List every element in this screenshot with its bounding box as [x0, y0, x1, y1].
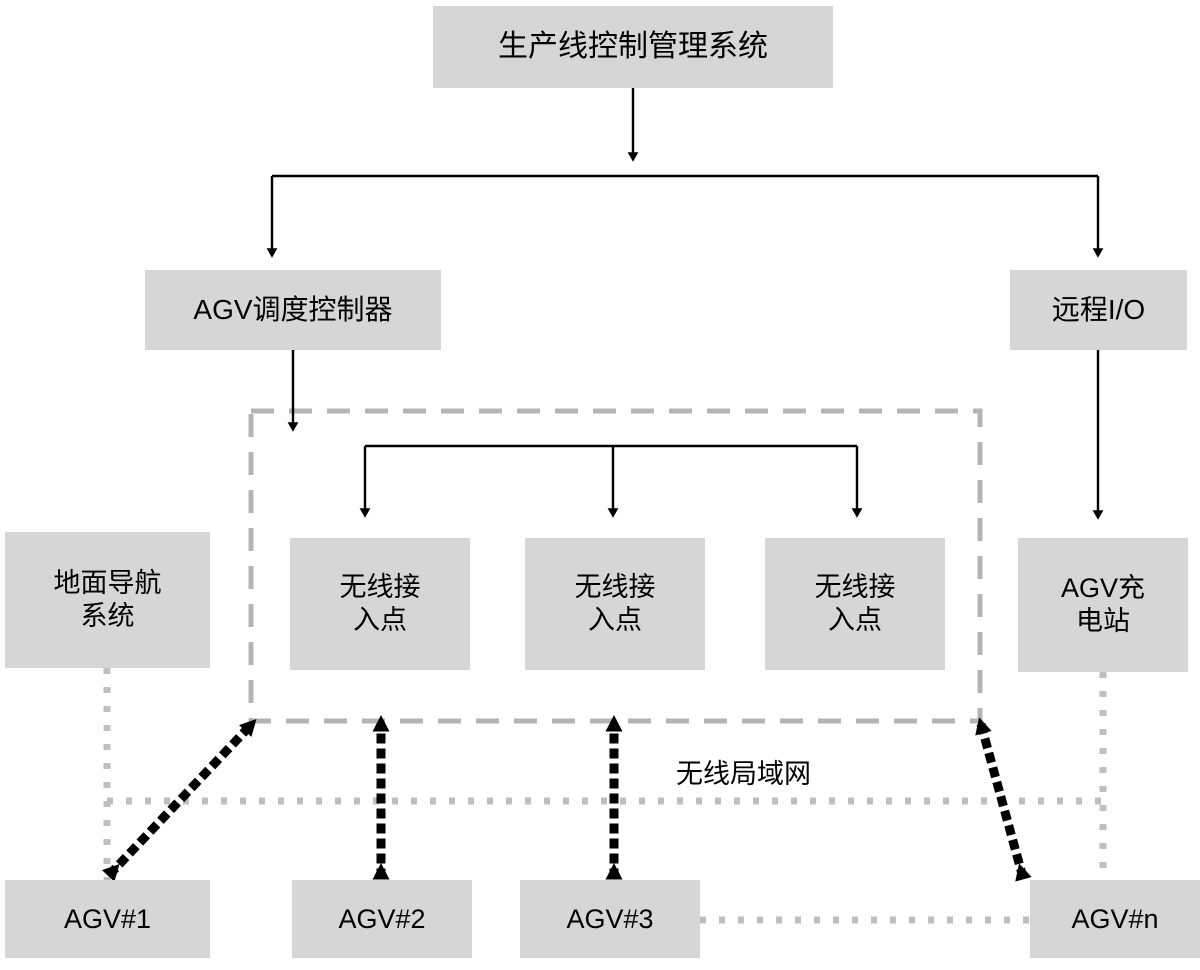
node-agv-3[interactable]: AGV#3 — [520, 880, 700, 958]
link-agv1-to-wlan — [102, 719, 257, 882]
node-remote-io[interactable]: 远程I/O — [1010, 270, 1187, 350]
node-agv-2[interactable]: AGV#2 — [292, 880, 472, 958]
node-production-line-control-system[interactable]: 生产线控制管理系统 — [433, 6, 833, 88]
link-agvn-to-wlan — [975, 717, 1032, 882]
node-agv-1[interactable]: AGV#1 — [5, 880, 210, 958]
node-ground-navigation-system[interactable]: 地面导航 系统 — [5, 532, 210, 668]
wlan-label: 无线局域网 — [676, 759, 811, 789]
node-agv-n[interactable]: AGV#n — [1030, 880, 1200, 958]
node-wireless-access-point-2[interactable]: 无线接 入点 — [525, 538, 705, 670]
node-agv-scheduler-controller[interactable]: AGV调度控制器 — [145, 270, 441, 350]
node-wireless-access-point-3[interactable]: 无线接 入点 — [765, 538, 945, 670]
node-wireless-access-point-1[interactable]: 无线接 入点 — [290, 538, 470, 670]
node-agv-charging-station[interactable]: AGV充 电站 — [1018, 538, 1188, 672]
